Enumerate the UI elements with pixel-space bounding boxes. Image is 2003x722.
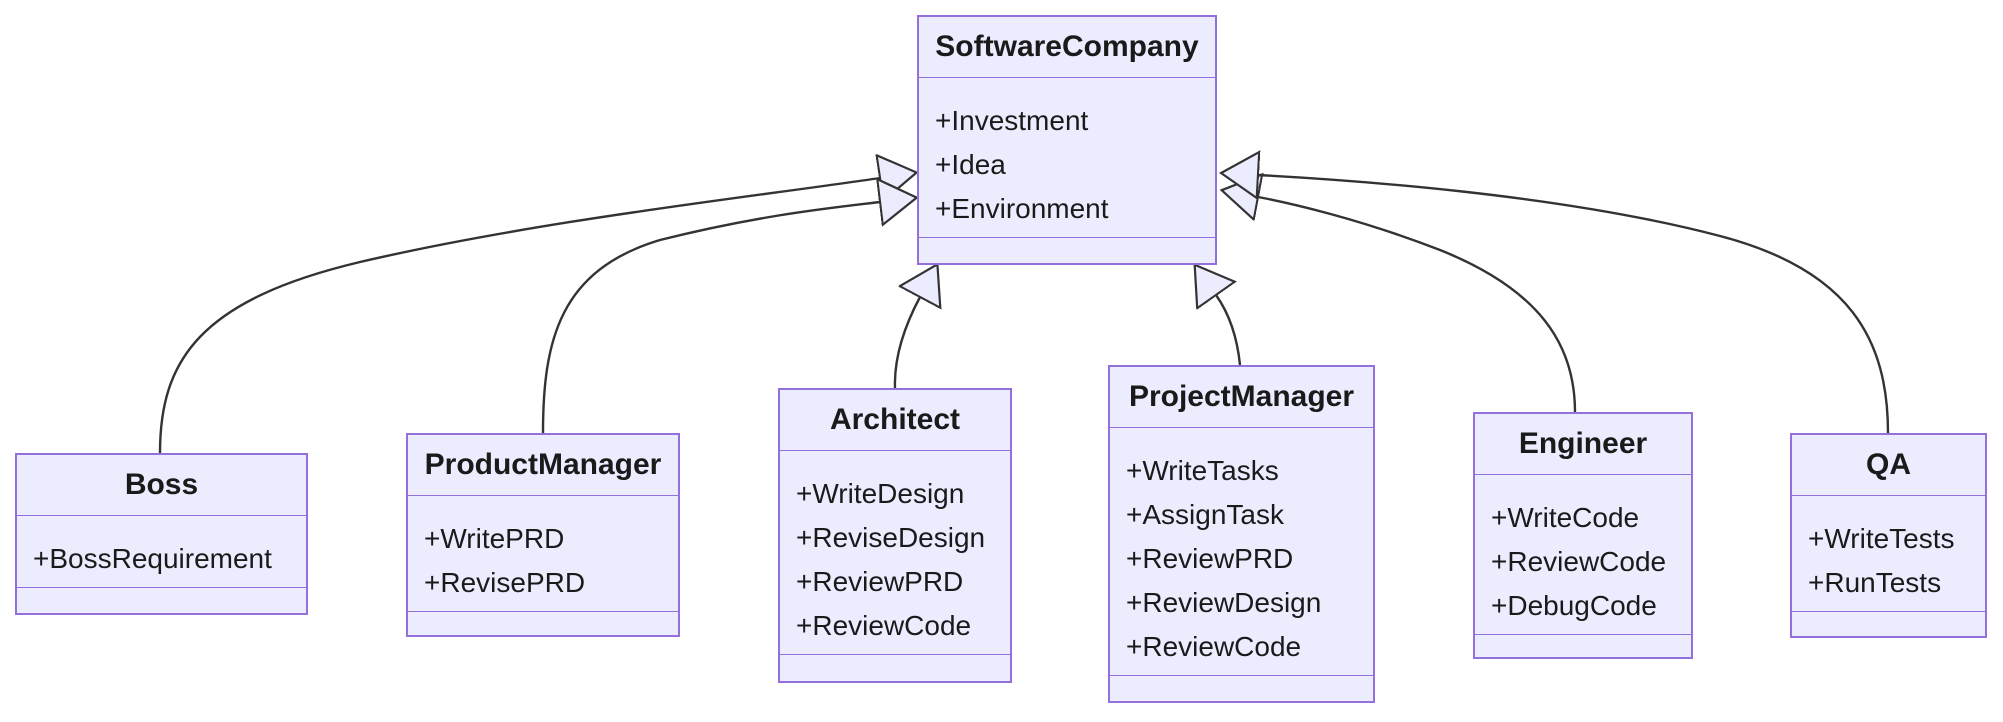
- class-attribute: +ReviewCode: [796, 610, 972, 641]
- class-projectmanager: ProjectManager +WriteTasks +AssignTask +Re…: [1108, 365, 1375, 703]
- class-attribute: +ReviewPRD: [796, 566, 964, 597]
- class-methods-compartment: [1475, 634, 1691, 657]
- class-attribute: +ReviewCode: [1491, 546, 1667, 577]
- edge-engineer-softwarecompany: [1258, 197, 1577, 413]
- class-productmanager: ProductManager +WritePRD +RevisePRD: [406, 433, 680, 637]
- class-methods-compartment: [408, 611, 678, 635]
- class-attribute: +Investment: [935, 105, 1089, 136]
- class-softwarecompany: SoftwareCompany +Investment +Idea +Environ…: [917, 15, 1217, 265]
- class-attribute: +WriteCode: [1491, 502, 1640, 533]
- class-attributes: +WriteDesign +ReviseDesign +ReviewPRD +Revi…: [780, 451, 1010, 654]
- class-methods-compartment: [17, 587, 306, 613]
- class-attributes: +WriteTests +RunTests: [1792, 496, 1985, 611]
- class-attribute: +WriteTasks: [1126, 455, 1279, 486]
- class-title: QA: [1792, 435, 1985, 496]
- class-title: ProjectManager: [1110, 367, 1373, 428]
- edge-projectmanager-softwarecompany: [1216, 295, 1242, 366]
- class-attribute: +Environment: [935, 193, 1109, 224]
- class-attribute: +RunTests: [1808, 567, 1942, 598]
- class-methods-compartment: [919, 237, 1215, 263]
- class-methods-compartment: [1792, 611, 1985, 636]
- class-attribute: +WriteDesign: [796, 478, 965, 509]
- edge-boss-softwarecompany: [158, 178, 880, 454]
- class-title: SoftwareCompany: [919, 17, 1215, 78]
- class-attribute: +ReviewPRD: [1126, 543, 1294, 574]
- class-engineer: Engineer +WriteCode +ReviewCode +DebugCode: [1473, 412, 1693, 659]
- class-attribute: +RevisePRD: [424, 567, 586, 598]
- class-architect: Architect +WriteDesign +ReviseDesign +Revi…: [778, 388, 1012, 683]
- class-attributes: +WriteTasks +AssignTask +ReviewPRD +ReviewD…: [1110, 428, 1373, 675]
- class-qa: QA +WriteTests +RunTests: [1790, 433, 1987, 638]
- class-attributes: +BossRequirement: [17, 516, 306, 587]
- class-attribute: +ReviseDesign: [796, 522, 986, 553]
- class-attribute: +ReviewDesign: [1126, 587, 1322, 618]
- class-attributes: +Investment +Idea +Environment: [919, 78, 1215, 237]
- class-title: Boss: [17, 455, 306, 516]
- edge-architect-softwarecompany: [893, 297, 920, 389]
- class-methods-compartment: [780, 654, 1010, 681]
- class-methods-compartment: [1110, 675, 1373, 701]
- edge-productmanager-softwarecompany: [541, 202, 880, 434]
- class-title: Architect: [780, 390, 1010, 451]
- class-title: ProductManager: [408, 435, 678, 496]
- class-title: Engineer: [1475, 414, 1691, 475]
- class-attribute: +WriteTests: [1808, 523, 1955, 554]
- class-attribute: +AssignTask: [1126, 499, 1284, 530]
- class-attribute: +ReviewCode: [1126, 631, 1302, 662]
- class-attribute: +WritePRD: [424, 523, 565, 554]
- edge-qa-softwarecompany: [1258, 175, 1890, 434]
- class-attribute: +BossRequirement: [33, 543, 272, 574]
- class-attributes: +WritePRD +RevisePRD: [408, 496, 678, 611]
- class-attributes: +WriteCode +ReviewCode +DebugCode: [1475, 475, 1691, 634]
- class-attribute: +Idea: [935, 149, 1006, 180]
- class-boss: Boss +BossRequirement: [15, 453, 308, 615]
- class-attribute: +DebugCode: [1491, 590, 1657, 621]
